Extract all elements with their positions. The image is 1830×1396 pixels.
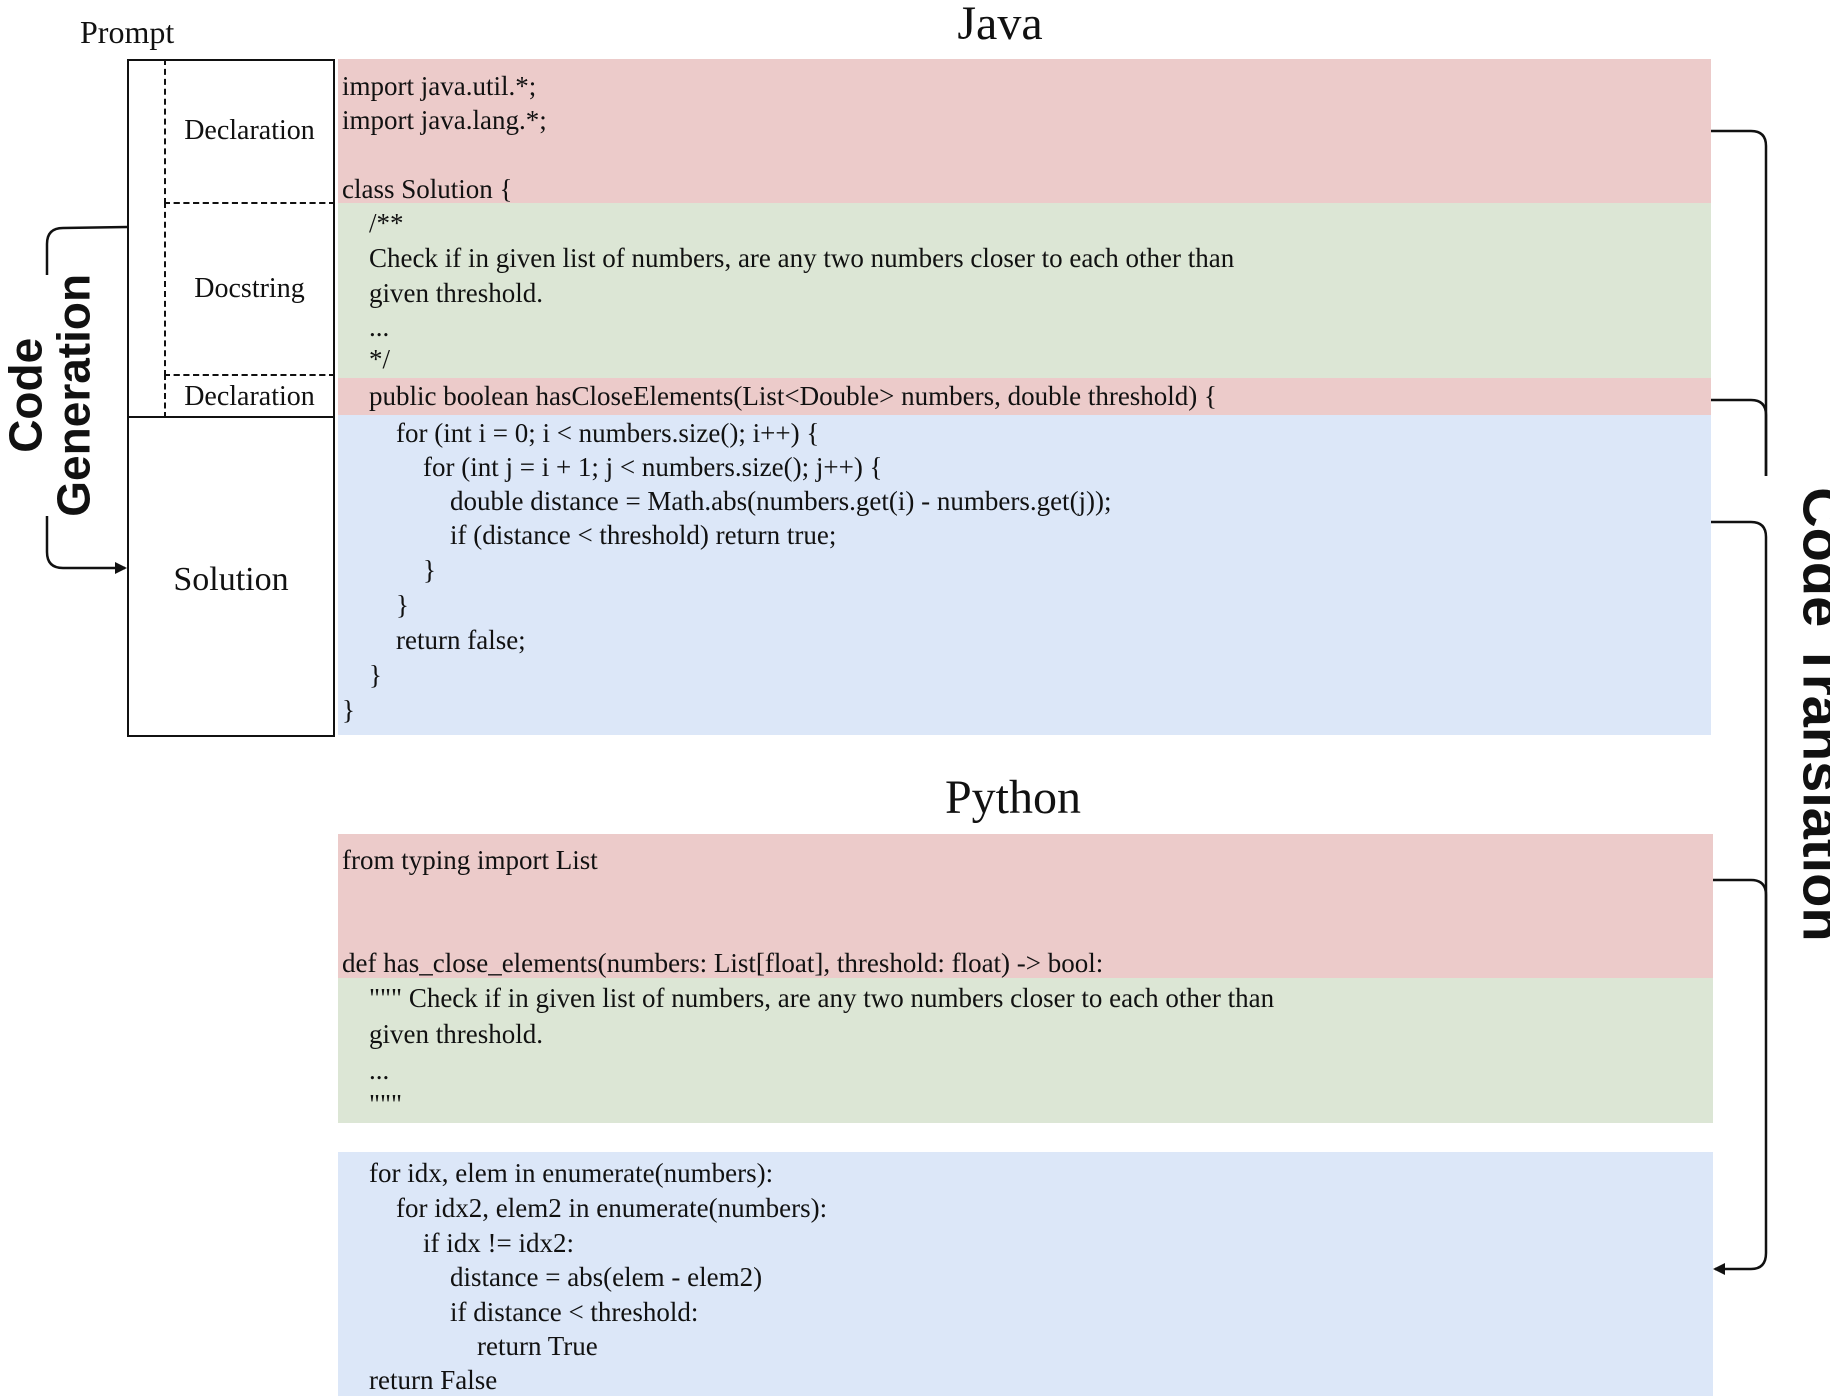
python-sol-line: if idx != idx2: [342, 1228, 574, 1258]
java-doc-line: /** [342, 208, 404, 238]
java-doc-line: ... [342, 312, 390, 342]
java-sol-line: } [342, 660, 382, 690]
python-doc-line: given threshold. [342, 1019, 543, 1049]
java-doc-line: */ [342, 344, 391, 374]
declaration-bottom-label: Declaration [184, 381, 315, 412]
java-sol-line: } [342, 555, 436, 585]
java-sol-line: double distance = Math.abs(numbers.get(i… [342, 486, 1112, 516]
java-doc-line: Check if in given list of numbers, are a… [342, 243, 1235, 273]
declaration-bottom-box [164, 374, 335, 418]
java-sol-line: } [342, 590, 409, 620]
python-title: Python [944, 771, 1082, 824]
java-sol-line: } [342, 695, 355, 725]
translation-line-signature [1711, 398, 1768, 476]
python-sol-line: distance = abs(elem - elem2) [342, 1262, 763, 1292]
python-doc-line: """ Check if in given list of numbers, a… [342, 983, 1275, 1013]
python-sol-line: return False [342, 1365, 498, 1395]
java-sol-line: for (int i = 0; i < numbers.size(); i++)… [342, 418, 820, 448]
python-sol-line: return True [342, 1331, 598, 1361]
docstring-label: Docstring [194, 273, 305, 304]
solution-label: Solution [173, 561, 289, 598]
java-docstring-block [338, 203, 1711, 378]
java-sol-line: return false; [342, 625, 526, 655]
java-signature-line: public boolean hasCloseElements(List<Dou… [342, 381, 1218, 411]
python-docstring-block [338, 978, 1713, 1123]
python-doc-line: """ [342, 1089, 403, 1119]
code-generation-bracket-top [45, 225, 128, 275]
java-doc-line: given threshold. [342, 278, 543, 308]
python-solution-block [338, 1152, 1713, 1396]
python-sol-line: for idx, elem in enumerate(numbers): [342, 1158, 774, 1188]
java-decl-line: class Solution { [342, 174, 513, 204]
java-declaration-block [338, 59, 1711, 203]
translation-arrow-to-python-solution [1711, 520, 1768, 1275]
python-declaration-block [338, 834, 1713, 978]
declaration-top-label: Declaration [184, 115, 315, 146]
java-title: Java [957, 0, 1043, 50]
python-sol-line: for idx2, elem2 in enumerate(numbers): [342, 1193, 828, 1223]
translation-line-declaration [1711, 129, 1768, 476]
java-decl-line: import java.util.*; [342, 71, 537, 101]
python-doc-line: ... [342, 1055, 390, 1085]
python-sol-line: if distance < threshold: [342, 1297, 699, 1327]
python-decl-line: def has_close_elements(numbers: List[flo… [342, 948, 1104, 978]
code-generation-arrow [45, 516, 127, 574]
prompt-label: Prompt [80, 14, 175, 50]
java-solution-block [338, 415, 1711, 735]
java-sol-line: if (distance < threshold) return true; [342, 520, 837, 550]
java-decl-line: import java.lang.*; [342, 105, 547, 135]
python-decl-line: from typing import List [342, 845, 598, 875]
java-sol-line: for (int j = i + 1; j < numbers.size(); … [342, 452, 883, 482]
java-signature-block [338, 378, 1711, 415]
translation-line-python-declaration [1713, 878, 1768, 1000]
